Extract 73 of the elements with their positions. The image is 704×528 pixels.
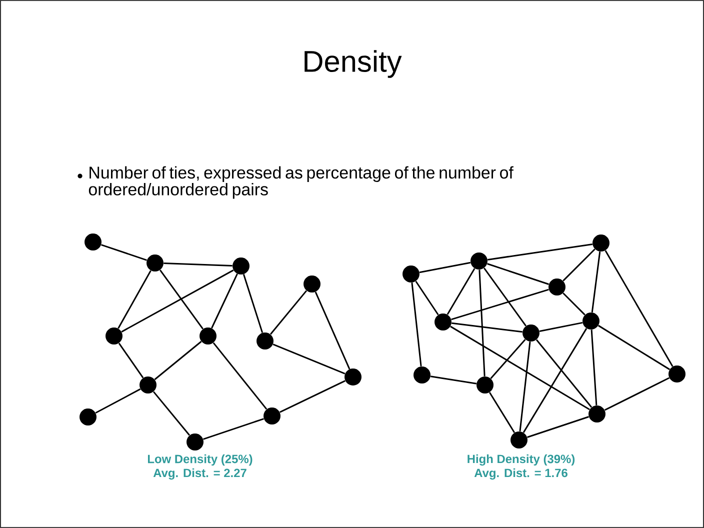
edge-line — [450, 326, 590, 410]
graph-node — [510, 432, 528, 448]
edge-line — [604, 250, 674, 367]
graph-node — [588, 406, 606, 422]
edge-line — [452, 322, 522, 333]
edge-line — [598, 324, 670, 370]
edge-line — [446, 268, 476, 315]
edge-line — [118, 342, 144, 378]
edge-line — [270, 290, 308, 335]
title: Density — [304, 50, 402, 78]
graph-node — [146, 254, 164, 272]
edge-line — [160, 270, 204, 330]
edge-line — [203, 418, 264, 440]
edge-line — [419, 262, 471, 274]
graph-node — [256, 332, 274, 350]
graph-node — [592, 234, 610, 252]
graph-node — [522, 324, 540, 342]
graph-node — [402, 266, 420, 282]
edge-line — [604, 377, 670, 411]
edge-line — [519, 342, 531, 432]
graph-node — [434, 314, 452, 330]
graph-node — [186, 434, 204, 450]
edge-line — [488, 392, 516, 433]
edge-line — [430, 376, 477, 384]
graph-caption: Low Density (25%) — [148, 454, 252, 466]
edge-line — [536, 339, 592, 408]
graph-node — [200, 328, 216, 344]
graph-node — [106, 328, 122, 344]
edge-line — [280, 380, 346, 413]
graph-node — [80, 408, 96, 426]
graph-node — [140, 376, 156, 394]
graph-node — [304, 276, 320, 292]
edge-line — [101, 244, 148, 261]
graph-node — [232, 258, 250, 274]
edge-line — [211, 274, 238, 328]
edge-line — [154, 340, 202, 380]
edge-line — [591, 252, 601, 312]
edge-line — [314, 292, 350, 370]
graph-node — [344, 368, 362, 386]
edge-line — [527, 416, 589, 438]
graph-node — [414, 366, 430, 384]
edge-line — [487, 263, 549, 285]
edge-line — [272, 344, 346, 374]
edge-line — [562, 248, 596, 282]
edge-line — [590, 330, 598, 406]
edge-line — [95, 388, 141, 414]
edge-line — [242, 274, 264, 333]
graph-node — [84, 234, 102, 250]
edge-line — [490, 339, 526, 379]
edge-line — [488, 244, 592, 260]
edge-line — [451, 288, 549, 320]
graph-node — [548, 278, 566, 296]
graph-node — [470, 252, 488, 270]
graph-caption: High Density (39%) — [468, 454, 575, 466]
graph-caption: Avg. Dist. = 2.27 — [153, 468, 246, 480]
edge-line — [212, 342, 268, 410]
graph-node — [668, 366, 686, 382]
edge-line — [415, 280, 439, 316]
edge-line — [121, 270, 234, 332]
edge-line — [522, 328, 588, 433]
edge-line — [411, 282, 422, 366]
edge-line — [118, 270, 152, 329]
edge-line — [478, 270, 486, 376]
graph-node — [264, 408, 280, 424]
edge-line — [152, 391, 190, 436]
edge-line — [539, 322, 583, 332]
edge-line — [483, 268, 527, 326]
graph-caption: Avg. Dist. = 1.76 — [474, 468, 568, 480]
graph-node — [582, 312, 600, 330]
bullet-text: Number of ties, expressed as percentage of the number of ordered/unordered pairs — [88, 166, 514, 199]
edge-line — [164, 262, 232, 266]
edge-line — [562, 292, 586, 316]
graph-node — [476, 376, 494, 394]
